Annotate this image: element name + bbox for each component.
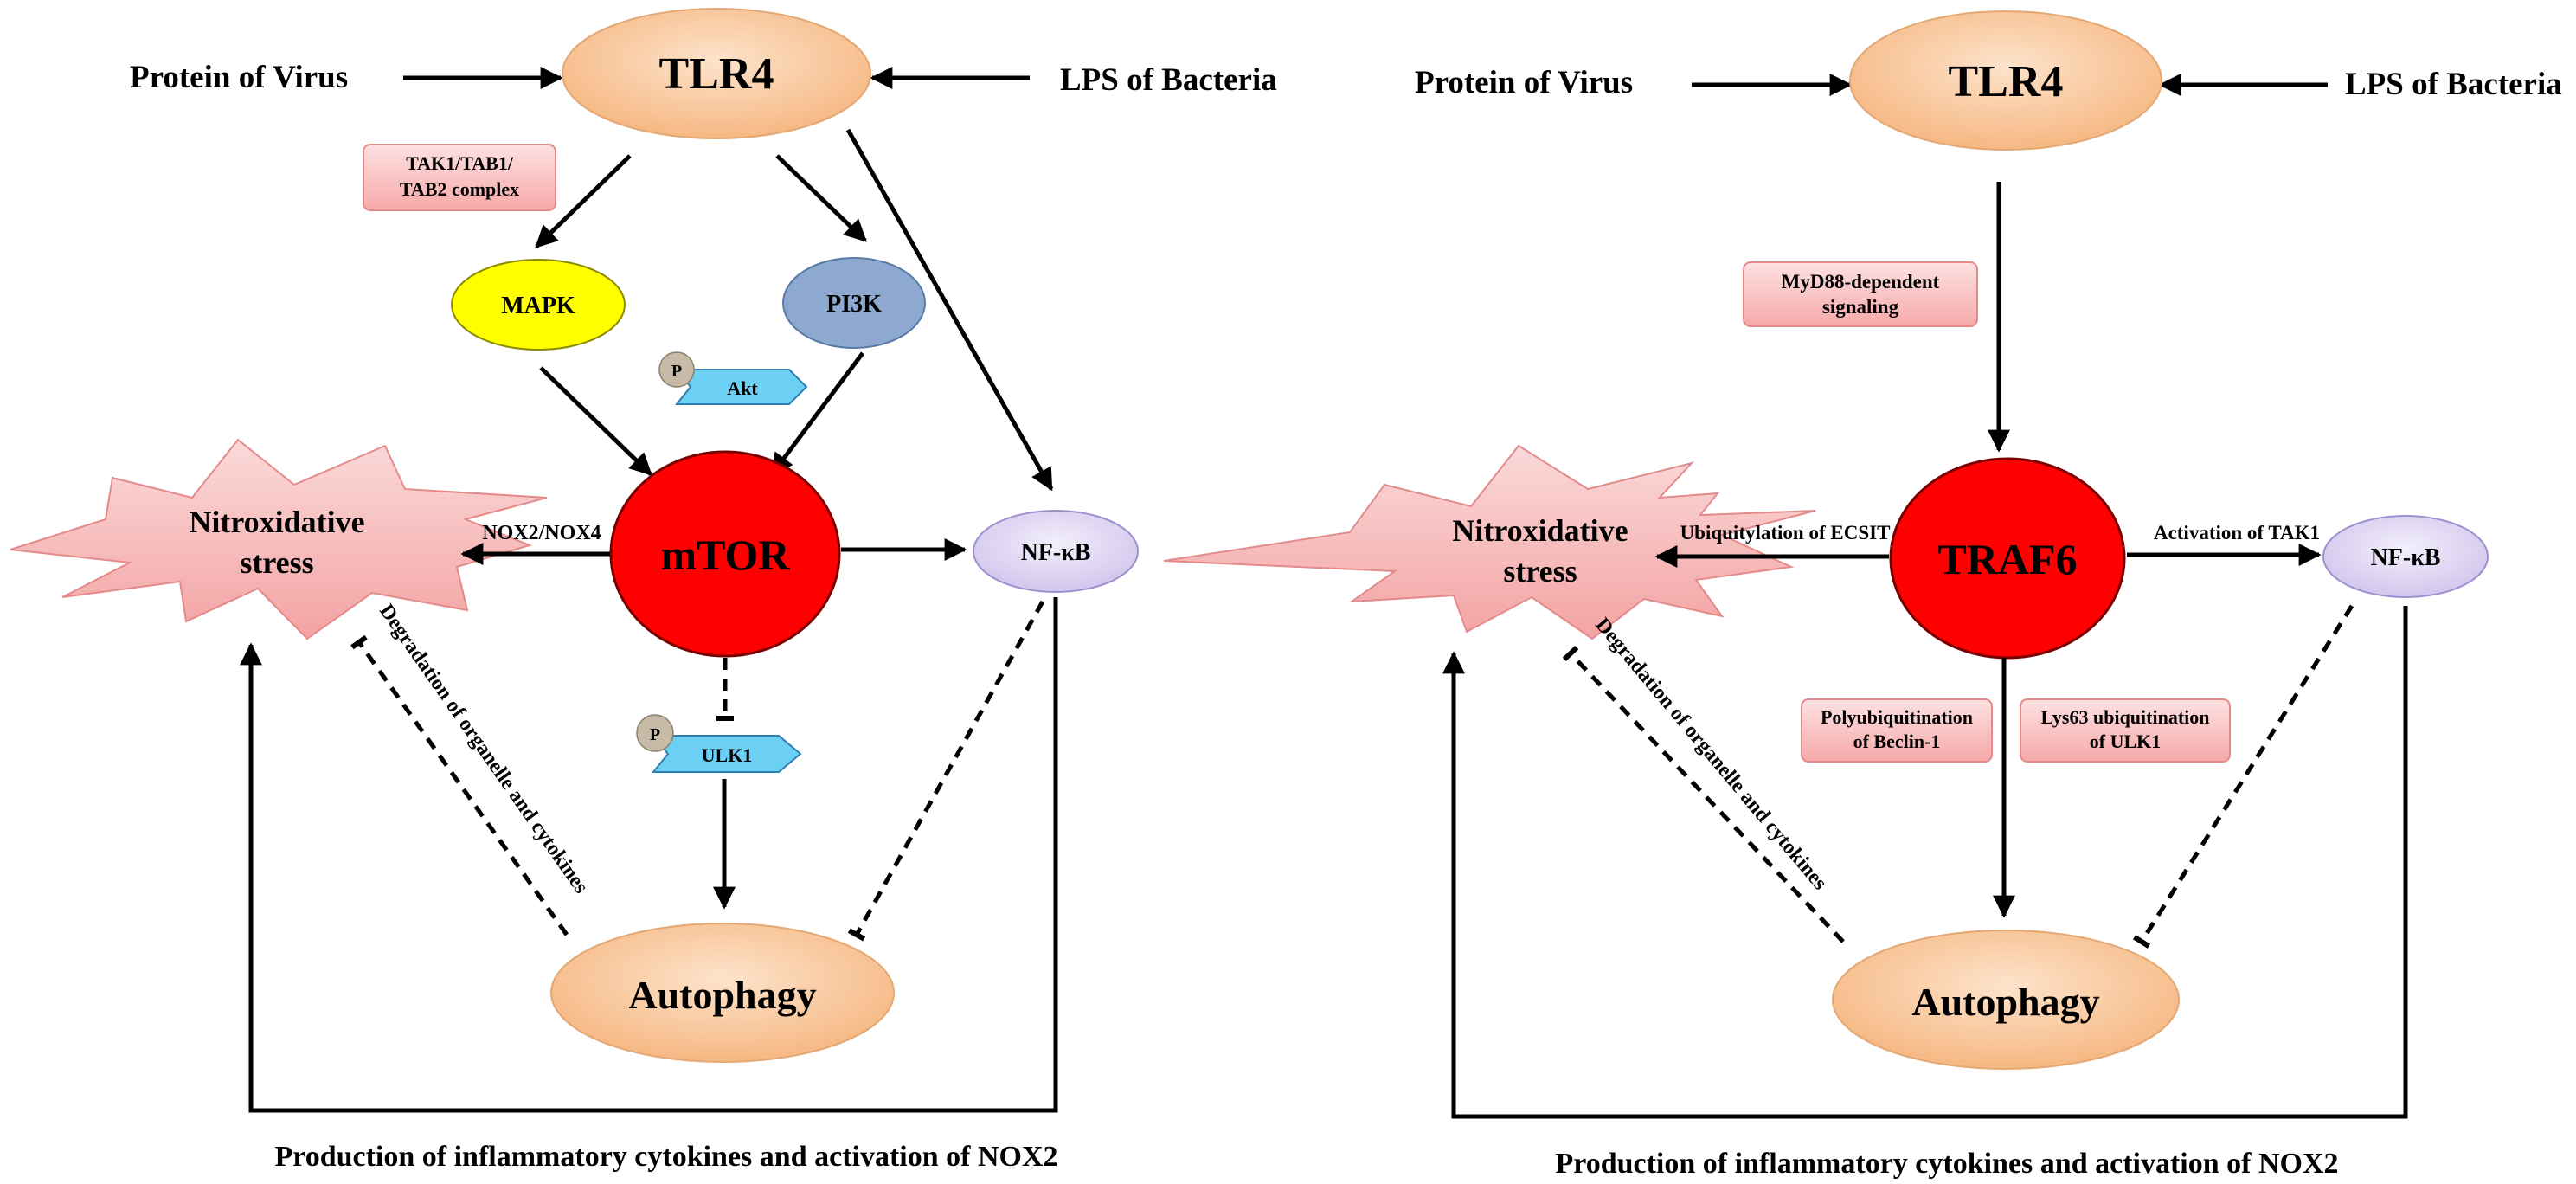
left-stress-line2: stress	[240, 545, 313, 580]
right-myd88-line2: signaling	[1822, 296, 1899, 318]
left-akt-p-label: P	[671, 362, 682, 381]
right-degradation-label: Degradation of organelle and cytokines	[1590, 614, 1831, 894]
left-pi3k-node	[782, 257, 926, 349]
right-autophagy-node	[1832, 930, 2180, 1070]
right-ubiq-label: Ubiquitylation of ECSIT	[1680, 522, 1891, 544]
right-beclin-line2: of Beclin-1	[1853, 730, 1941, 752]
right-feedback-loop	[1442, 606, 2408, 1119]
right-stress-line1: Nitroxidative	[1452, 513, 1628, 548]
right-lys63-line1: Lys63 ubiquitination	[2040, 706, 2209, 728]
left-degradation-label: Degradation of organelle and cytokines	[375, 601, 592, 898]
left-ulk1-phospho	[636, 714, 674, 752]
right-bottom-caption: Production of inflammatory cytokines and…	[1555, 1148, 2338, 1180]
right-tak1-label: Activation of TAK1	[2154, 522, 2320, 544]
right-nfkb-node	[2322, 515, 2489, 598]
left-mapk-label: MAPK	[501, 293, 575, 319]
right-myd88-box	[1743, 261, 1978, 327]
right-traf6-node	[1889, 457, 2126, 660]
right-tlr4-node	[1849, 10, 2162, 151]
left-mtor-label: mTOR	[660, 531, 790, 579]
left-mapk-node	[451, 259, 626, 351]
right-lys63-line2: of ULK1	[2090, 730, 2162, 752]
left-nfkb-node	[973, 510, 1139, 593]
left-stress-line1: Nitroxidative	[189, 505, 364, 539]
left-bottom-caption: Production of inflammatory cytokines and…	[274, 1141, 1057, 1173]
left-feedback-loop	[240, 597, 1058, 1113]
left-nfkb-inhibit-autophagy	[847, 600, 1045, 942]
left-tlr4-label: TLR4	[659, 49, 774, 99]
left-nfkb-label: NF-κB	[1021, 539, 1091, 566]
left-tlr4-to-mapk	[535, 154, 632, 248]
right-stress-shape	[1163, 444, 1816, 640]
left-pi3k-label: PI3K	[826, 291, 882, 318]
left-pi3k-to-mtor	[770, 351, 864, 477]
left-stress-shape	[10, 438, 548, 640]
left-input-lps: LPS of Bacteria	[1060, 62, 1277, 98]
right-nfkb-label: NF-κB	[2371, 544, 2441, 571]
left-tlr4-to-pi3k	[775, 154, 867, 242]
left-akt-phospho	[658, 351, 695, 388]
right-input-virus: Protein of Virus	[1415, 65, 1633, 100]
right-traf6-label: TRAF6	[1937, 535, 2077, 583]
left-ulk1-shape	[651, 735, 802, 773]
left-akt-shape	[674, 369, 808, 405]
left-autophagy-node	[550, 923, 895, 1063]
left-tlr4-node	[562, 8, 871, 139]
right-beclin-line1: Polyubiquitination	[1821, 706, 1973, 728]
left-autophagy-label: Autophagy	[628, 973, 816, 1017]
right-beclin-box	[1801, 698, 1993, 763]
left-tlr4-to-nfkb	[845, 128, 1054, 492]
left-tak1-complex-line1: TAK1/TAB1/	[406, 152, 514, 174]
right-stress-line2: stress	[1503, 554, 1577, 589]
right-nfkb-inhibit-autophagy	[2132, 604, 2354, 949]
left-ulk1-p-label: P	[650, 725, 660, 744]
right-myd88-line1: MyD88-dependent	[1782, 271, 1940, 293]
right-panel: Protein of Virus LPS of Bacteria TLR4 My…	[1163, 10, 2562, 1180]
left-tak1-complex-box	[363, 144, 556, 211]
left-akt-label: Akt	[727, 377, 758, 399]
right-input-lps: LPS of Bacteria	[2345, 67, 2562, 102]
left-mtor-node	[609, 450, 841, 658]
right-tlr4-label: TLR4	[1949, 57, 2064, 106]
left-nox-label: NOX2/NOX4	[482, 522, 601, 544]
right-autophagy-label: Autophagy	[1911, 980, 2099, 1024]
left-autophagy-inhibit-stress	[350, 634, 569, 936]
left-ulk1-label: ULK1	[702, 744, 753, 766]
right-autophagy-inhibit-stress	[1562, 645, 1845, 943]
right-lys63-box	[2020, 698, 2231, 763]
left-tak1-complex-line2: TAB2 complex	[400, 178, 519, 200]
left-input-virus: Protein of Virus	[130, 60, 348, 95]
left-panel: Protein of Virus LPS of Bacteria TLR4 TA…	[10, 8, 1277, 1173]
left-mapk-to-mtor	[539, 366, 652, 476]
